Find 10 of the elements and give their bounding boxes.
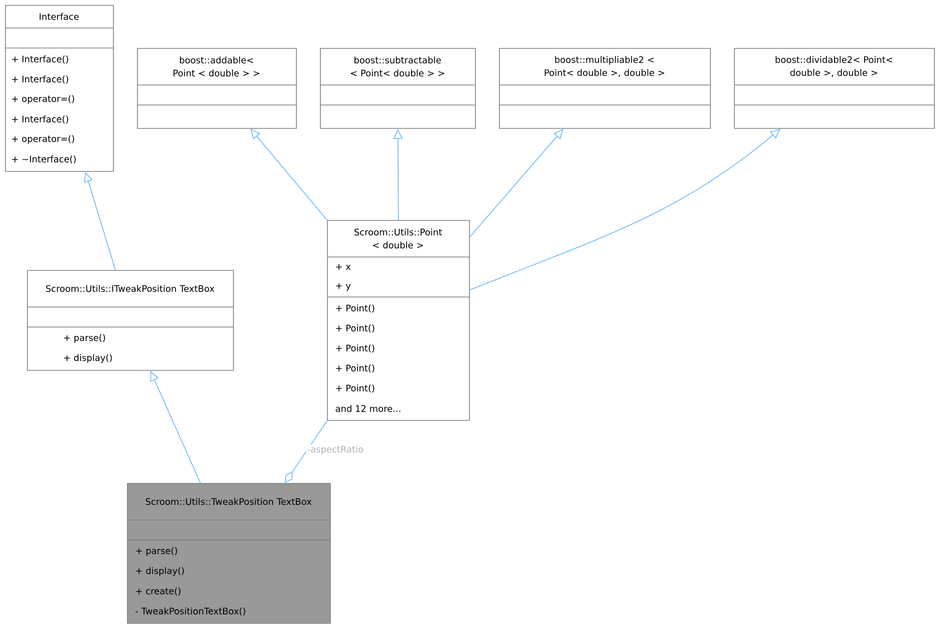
edge-label: -aspectRatio <box>308 446 364 454</box>
class-box: Scroom::Utils::Point < double > + x + y + Point() + Point() + Point() + Point() + Point() and 12 more... <box>326 220 470 421</box>
class-box: Scroom::Utils::TweakPosition TextBox + parse() + display() + create() - TweakPositionTextBox() <box>126 483 331 624</box>
class-box: boost::multipliable2 < Point< double >, double > <box>498 48 711 129</box>
class-box: boost::addable< Point < double > > <box>136 48 297 129</box>
class-box: boost::dividable2< Point< double >, double > <box>734 48 935 129</box>
class-box: boost::subtractable < Point< double > > <box>320 48 476 129</box>
connector-arrow <box>284 420 328 483</box>
class-box: Scroom::Utils::ITweakPosition TextBox + parse() + display() <box>26 270 234 371</box>
class-box: Interface + Interface() + Interface() + operator=() + Interface() + operator=() + ~Interface() <box>4 5 114 172</box>
